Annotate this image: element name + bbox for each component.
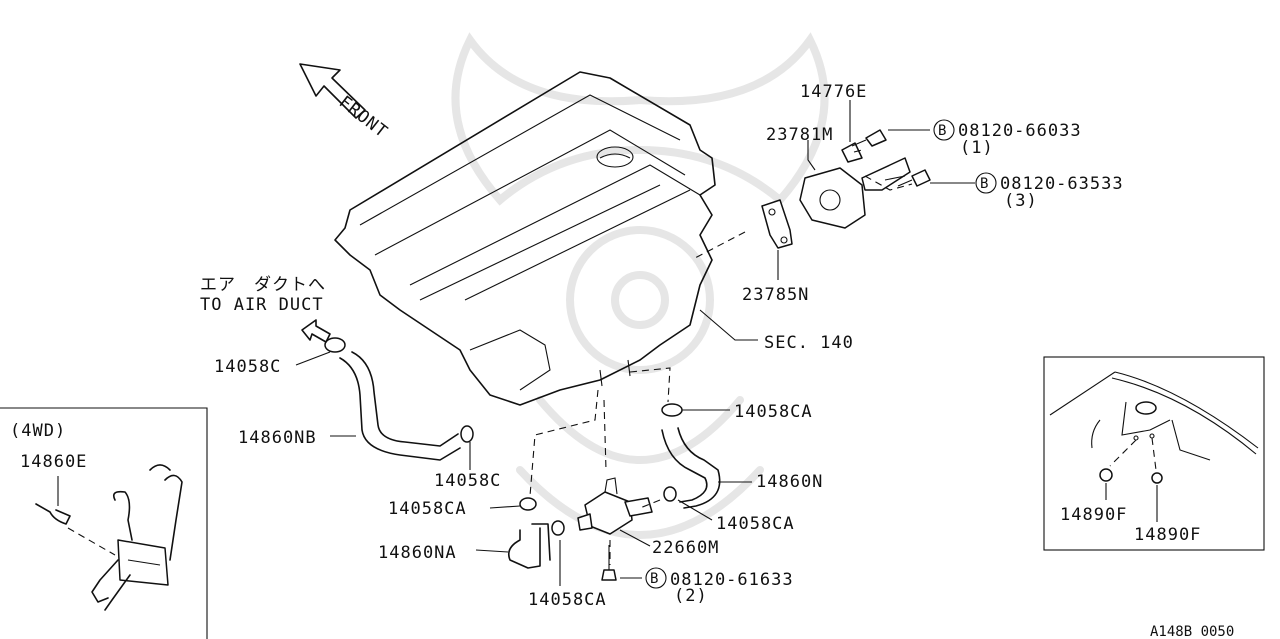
bolt-mark: B (938, 123, 946, 139)
part-label-23781M[interactable]: 23781M (766, 125, 833, 145)
part-qty-3: (3) (1004, 191, 1038, 211)
valve-22660M (577, 477, 653, 535)
part-label-14058CA[interactable]: 14058CA (716, 514, 795, 534)
bolt-mark: B (980, 176, 988, 192)
part-label-14776E[interactable]: 14776E (800, 82, 867, 102)
air-duct-arrow-icon (301, 319, 331, 343)
watermark-emblem (451, 32, 829, 539)
part-label-08120-63533[interactable]: 08120-63533 (1000, 174, 1124, 194)
part-label-14058CA[interactable]: 14058CA (734, 402, 813, 422)
engine-block (334, 71, 716, 406)
front-arrow-icon (299, 63, 366, 119)
part-label-14860E[interactable]: 14860E (20, 452, 87, 472)
part-label-14860N[interactable]: 14860N (756, 472, 823, 492)
bolt-icon (851, 129, 931, 187)
hose-14860N (661, 427, 721, 509)
hose-14860NB (339, 351, 461, 461)
hose-14860NA (507, 523, 551, 569)
part-label-14058CA[interactable]: 14058CA (528, 590, 607, 610)
sensor-14776E (841, 142, 863, 163)
part-qty-1: (1) (960, 138, 994, 158)
part-label-14860NA[interactable]: 14860NA (378, 543, 457, 563)
part-label-23785N[interactable]: 23785N (742, 285, 809, 305)
figure-code: A148B 0050 (1150, 624, 1234, 639)
part-label-08120-66033[interactable]: 08120-66033 (958, 121, 1082, 141)
part-label-14890F[interactable]: 14890F (1060, 505, 1127, 525)
air-duct-en: TO AIR DUCT (200, 295, 324, 315)
gasket-23785N (761, 199, 793, 249)
clamp-icon (324, 337, 683, 536)
part-label-14058CA[interactable]: 14058CA (388, 499, 467, 519)
inset-4wd: (4WD) 14860E (0, 407, 208, 639)
iacv-valve (799, 157, 911, 229)
bolt-mark-icon: B B B (645, 119, 997, 589)
part-qty-2: (2) (674, 586, 708, 606)
front-label: FRONT (335, 92, 392, 142)
part-label-14058C[interactable]: 14058C (214, 357, 281, 377)
air-duct-jp: エア ダクトへ (200, 275, 326, 295)
bolt-mark: B (650, 571, 658, 587)
part-label-22660M[interactable]: 22660M (652, 538, 719, 558)
part-label-08120-61633[interactable]: 08120-61633 (670, 570, 794, 590)
part-label-14890F[interactable]: 14890F (1134, 525, 1201, 545)
inset-right: 14890F 14890F (1043, 356, 1265, 551)
part-label-14058C[interactable]: 14058C (434, 471, 501, 491)
section-ref-140[interactable]: SEC. 140 (764, 333, 854, 353)
inset-4wd-title: (4WD) (10, 421, 66, 441)
leader-lines (295, 100, 975, 586)
bolt-icon (601, 545, 617, 581)
part-label-14860NB[interactable]: 14860NB (238, 428, 317, 448)
dashed-guide-lines (529, 149, 913, 565)
